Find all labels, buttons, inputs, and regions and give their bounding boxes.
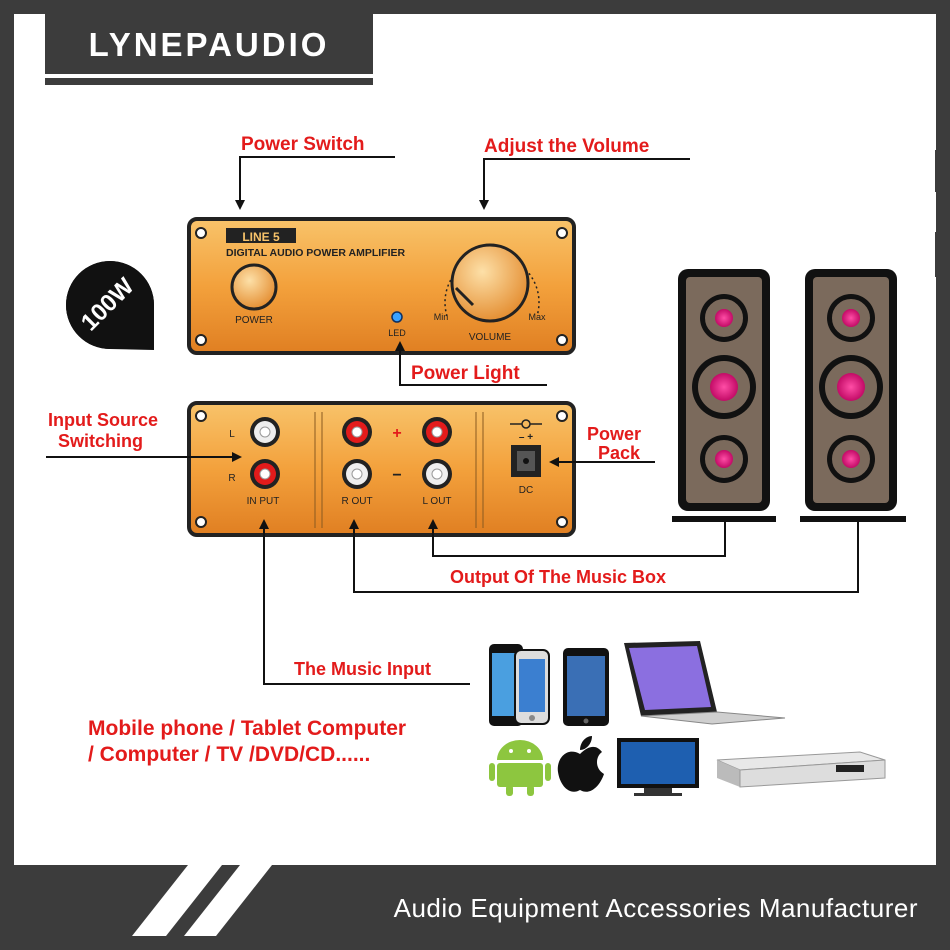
footer-tagline: Audio Equipment Accessories Manufacturer xyxy=(394,893,918,923)
power-button[interactable] xyxy=(230,263,278,311)
input-r-label: R xyxy=(228,473,235,484)
android-icon xyxy=(489,740,551,796)
r-out-label: R OUT xyxy=(341,496,372,507)
volume-min-label: Min xyxy=(434,312,449,322)
input-r-jack[interactable] xyxy=(250,459,280,489)
callout-power-switch: Power Switch xyxy=(241,134,365,155)
brand-logo: LYNEPAUDIO xyxy=(45,14,373,85)
amplifier-rear-panel: L R IN PUT + − R OUT L OUT – + xyxy=(187,401,576,537)
apple-icon xyxy=(557,736,604,792)
callout-lines xyxy=(46,156,859,685)
callout-music-input: The Music Input xyxy=(294,659,431,679)
volume-max-label: Max xyxy=(528,312,546,322)
tablet-icon xyxy=(563,648,609,726)
speaker-out-r-minus-jack[interactable] xyxy=(342,459,372,489)
laptop-icon xyxy=(624,641,786,725)
input-l-jack[interactable] xyxy=(250,417,280,447)
panel-screw-icons xyxy=(195,227,568,346)
led-indicator xyxy=(391,311,403,323)
speaker-out-r-plus-jack[interactable] xyxy=(342,417,372,447)
amp-model-text: DIGITAL AUDIO POWER AMPLIFIER xyxy=(226,247,405,259)
speaker-out-l-plus-jack[interactable] xyxy=(422,417,452,447)
volume-label: VOLUME xyxy=(469,332,512,343)
dc-label: DC xyxy=(519,485,533,496)
dc-polarity-icon xyxy=(510,419,542,429)
dc-power-jack[interactable] xyxy=(511,445,541,477)
callout-power-light: Power Light xyxy=(411,363,520,384)
speaker-right xyxy=(800,269,906,522)
panel-screw-icons xyxy=(195,410,568,528)
callout-output-music-box: Output Of The Music Box xyxy=(450,567,666,587)
footer-banner: Audio Equipment Accessories Manufacturer xyxy=(14,865,936,936)
dc-polarity-label: – + xyxy=(519,432,533,443)
volume-knob[interactable] xyxy=(450,243,530,323)
brand-logo-text: LYNEPAUDIO xyxy=(89,26,330,63)
callout-input-source-line2: Switching xyxy=(58,431,143,451)
amp-logo: LINE 5 xyxy=(242,230,280,244)
volume-knob-pointer xyxy=(454,286,475,307)
amplifier-front-panel: LINE 5 DIGITAL AUDIO POWER AMPLIFIER POW… xyxy=(187,217,576,355)
sources-line2: / Computer / TV /DVD/CD...... xyxy=(88,743,370,766)
speaker-left xyxy=(672,269,776,522)
minus-label: − xyxy=(392,467,401,484)
smartphones-icon xyxy=(489,644,550,726)
callout-power-pack-line2: Pack xyxy=(598,443,641,463)
speaker-out-l-minus-jack[interactable] xyxy=(422,459,452,489)
led-label: LED xyxy=(388,328,406,338)
callout-input-source-line1: Input Source xyxy=(48,410,158,430)
tv-icon xyxy=(617,738,699,796)
input-l-label: L xyxy=(229,429,235,440)
sources-line1: Mobile phone / Tablet Computer xyxy=(88,717,406,740)
power-rating-badge: 100W xyxy=(66,261,154,350)
power-button-label: POWER xyxy=(235,315,273,326)
callout-adjust-volume: Adjust the Volume xyxy=(484,136,649,157)
plus-label: + xyxy=(392,425,401,442)
callout-power-pack-line1: Power xyxy=(587,424,641,444)
dvd-player-icon xyxy=(716,751,886,788)
l-out-label: L OUT xyxy=(422,496,451,507)
input-label: IN PUT xyxy=(247,496,280,507)
